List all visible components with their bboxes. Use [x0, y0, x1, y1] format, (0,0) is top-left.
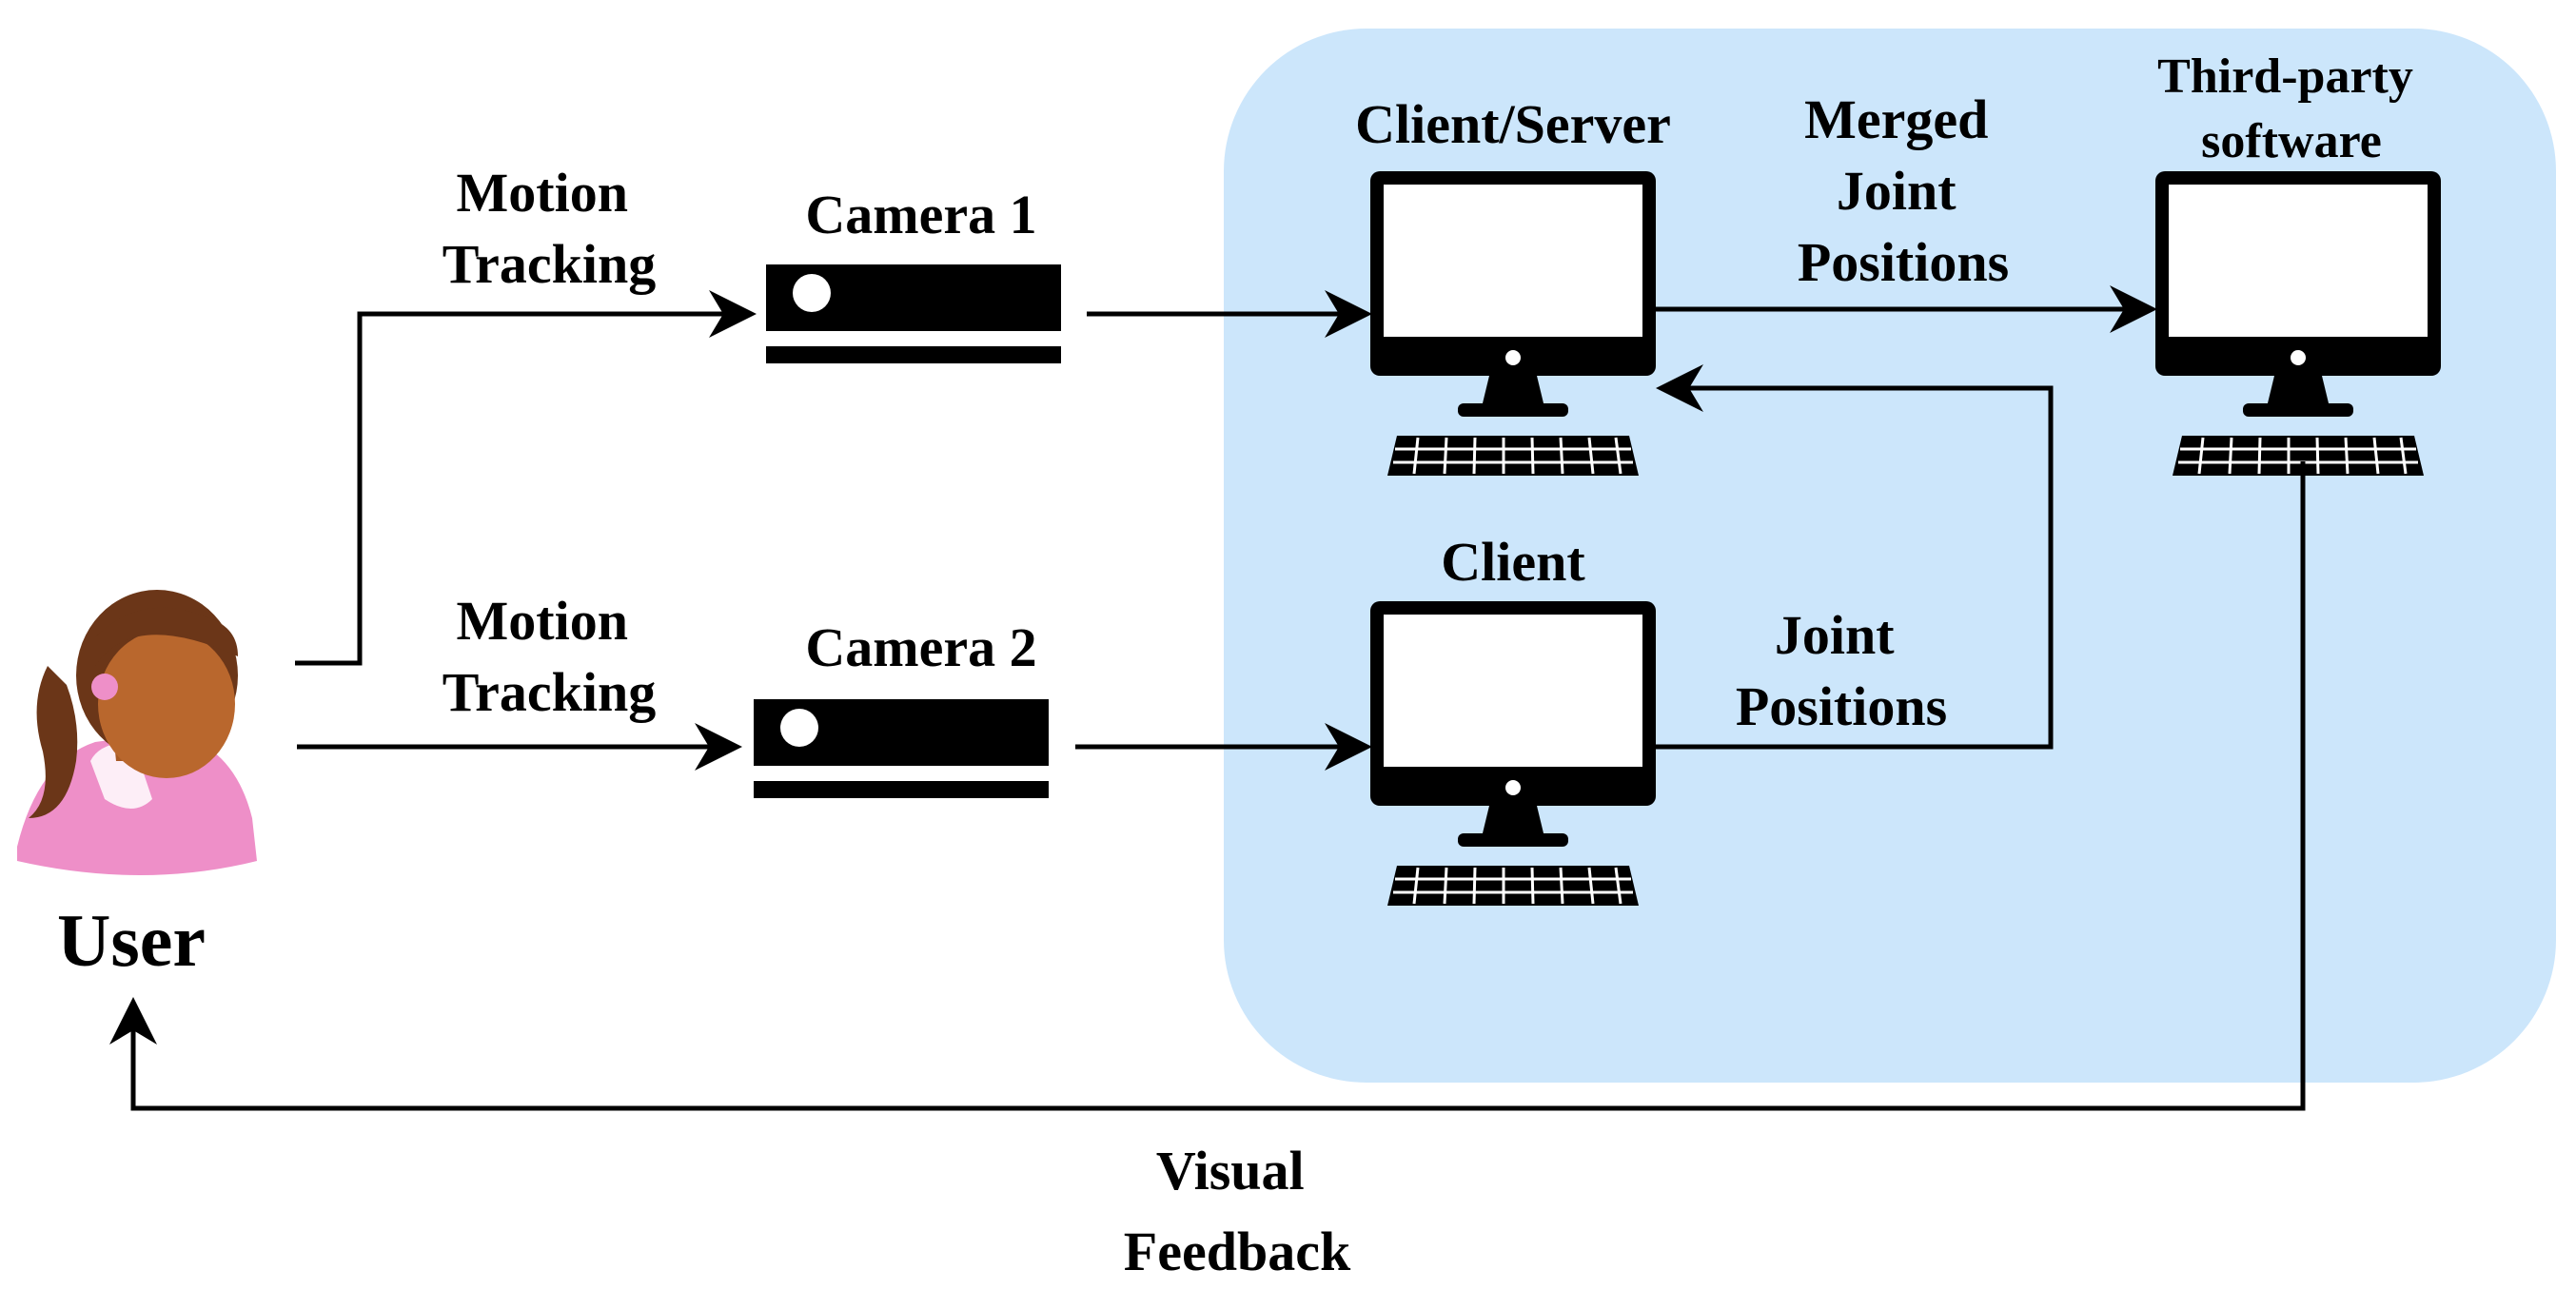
motion-tracking-1-label: Motion Tracking — [442, 162, 657, 295]
third-party-software-label: Third-party software — [2157, 49, 2426, 168]
merged-joint-positions-label: Merged Joint Positions — [1798, 88, 2009, 293]
visual-feedback-line — [109, 461, 2306, 1111]
user-label: User — [57, 899, 206, 982]
camera-2-icon — [754, 699, 1049, 798]
client-server-label: Client/Server — [1355, 93, 1671, 155]
client-label: Client — [1441, 531, 1585, 593]
joint-positions-line — [1656, 364, 2054, 750]
visual-feedback-label: Visual Feedback — [1124, 1140, 1351, 1282]
camera-1-label: Camera 1 — [805, 184, 1036, 245]
tracking-line-1 — [295, 290, 757, 666]
motion-tracking-2-label: Motion Tracking — [442, 590, 657, 723]
user-icon — [17, 590, 257, 875]
camera-2-label: Camera 2 — [805, 616, 1036, 678]
joint-positions-label: Joint Positions — [1736, 604, 1947, 737]
camera-1-icon — [766, 264, 1061, 363]
